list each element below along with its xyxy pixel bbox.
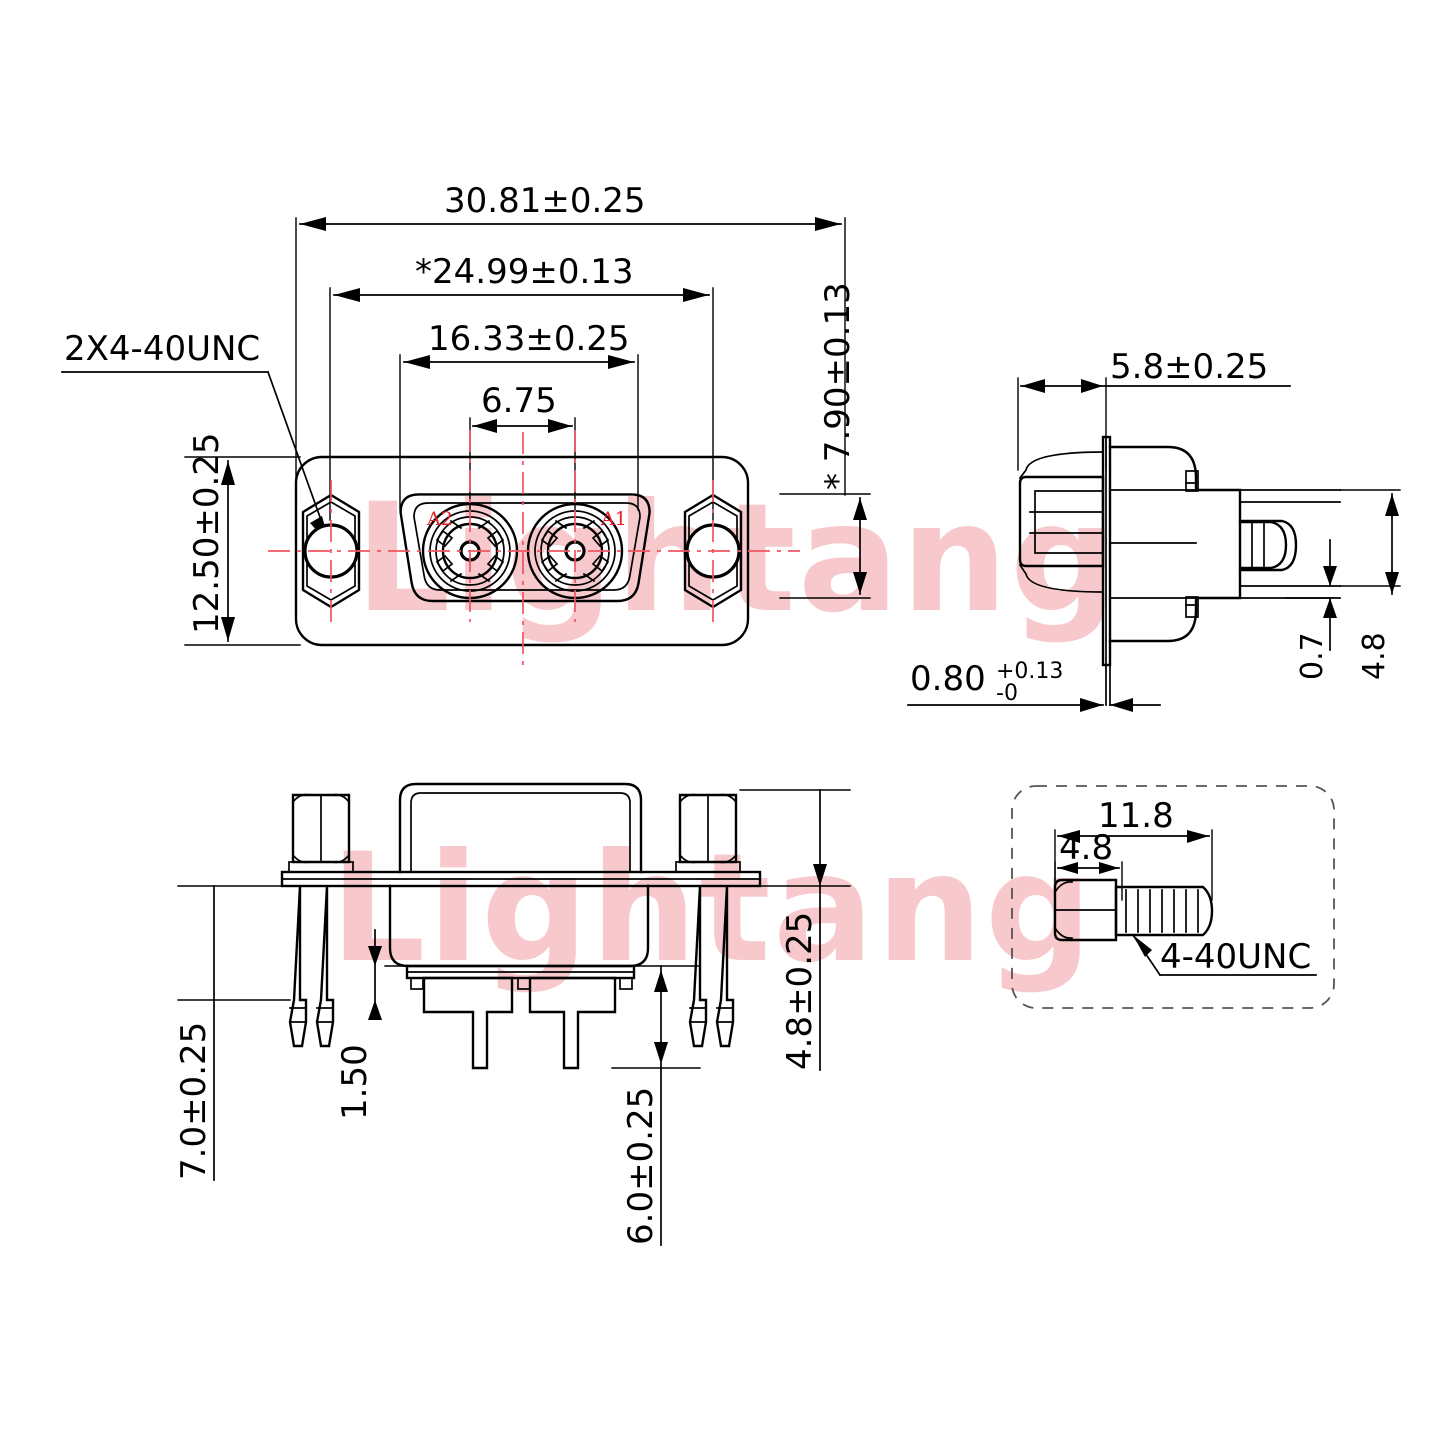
leader-label-jackscrew: 2X4-40UNC bbox=[64, 329, 260, 369]
dim-label-screw-total-length: 11.8 bbox=[1098, 796, 1174, 836]
bottom-flange-bar bbox=[280, 870, 762, 888]
dim-label-body-depth: 5.8±0.25 bbox=[1110, 347, 1268, 387]
dim-label-flange-thickness: 0.80 bbox=[910, 659, 986, 699]
front-contact-label-a2: A2 bbox=[426, 508, 453, 530]
bottom-hexnut-right bbox=[675, 793, 741, 873]
dim-tail-offset: 0.7 bbox=[1295, 539, 1337, 680]
dim-label-center-pin-length: 6.0±0.25 bbox=[621, 1087, 661, 1245]
side-hexnut bbox=[1018, 451, 1105, 593]
bottom-pins-right bbox=[688, 885, 735, 1048]
dim-label-screw-head-length: 4.8 bbox=[1059, 828, 1113, 868]
dim-label-hole-pitch: *24.99±0.13 bbox=[415, 252, 634, 292]
dim-center-pin-length: 6.0±0.25 bbox=[611, 965, 701, 1246]
side-body bbox=[1108, 445, 1298, 643]
dim-label-overall-width: 30.81±0.25 bbox=[444, 181, 646, 221]
side-coax-tail bbox=[1238, 520, 1288, 570]
dim-flange-thickness: 0.80 +0.13 -0 bbox=[907, 659, 1161, 712]
dim-screw-total-length: 11.8 bbox=[1054, 796, 1213, 901]
bottom-shell-hood bbox=[398, 782, 643, 874]
screw-head bbox=[1053, 878, 1118, 942]
dim-overall-width: 30.81±0.25 bbox=[295, 181, 846, 496]
front-dshell bbox=[399, 493, 651, 603]
bottom-hexnut-left bbox=[288, 793, 354, 873]
dim-label-tail-spacing: 4.8 bbox=[1357, 632, 1392, 680]
dim-screw-head-length: 4.8 bbox=[1054, 828, 1123, 901]
dim-label-shell-width: 16.33±0.25 bbox=[428, 319, 630, 359]
bottom-contact-a2 bbox=[422, 976, 514, 1070]
side-view: 5.8±0.25 bbox=[907, 347, 1401, 712]
leader-label-thread: 4-40UNC bbox=[1160, 937, 1311, 977]
bottom-contact-a1 bbox=[528, 976, 617, 1070]
front-view: 30.81±0.25 *24.99±0.13 16.33±0.25 bbox=[61, 181, 871, 672]
dim-label-shell-height: * 7.90±0.13 bbox=[818, 282, 858, 490]
dim-pcb-standoff: 1.50 bbox=[335, 929, 416, 1120]
dim-shell-height: * 7.90±0.13 bbox=[779, 282, 871, 599]
dim-label-pin-span-left: 7.0±0.25 bbox=[174, 1022, 214, 1180]
leader-note-jackscrew: 2X4-40UNC bbox=[61, 329, 332, 547]
dim-label-tail-offset: 0.7 bbox=[1295, 632, 1330, 680]
dim-body-depth: 5.8±0.25 bbox=[1017, 347, 1291, 471]
screw-thread bbox=[1114, 885, 1214, 937]
dim-tail-spacing: 4.8 bbox=[1357, 493, 1399, 680]
dim-tol-upper-flange: +0.13 bbox=[996, 659, 1063, 684]
dim-overall-height: 12.50±0.25 bbox=[184, 432, 301, 646]
bottom-pins-left bbox=[288, 885, 335, 1048]
front-centerlines bbox=[268, 430, 800, 672]
bottom-side-view: 7.0±0.25 1.50 6.0±0.25 4.8±0.25 bbox=[174, 782, 851, 1246]
dim-label-flange-to-board: 4.8±0.25 bbox=[780, 912, 820, 1070]
dim-label-pcb-standoff: 1.50 bbox=[335, 1044, 375, 1120]
dim-flange-to-board: 4.8±0.25 bbox=[739, 789, 851, 1071]
dim-hole-pitch: *24.99±0.13 bbox=[329, 252, 714, 521]
dim-shell-width: 16.33±0.25 bbox=[399, 319, 639, 511]
leader-note-thread: 4-40UNC bbox=[1131, 933, 1317, 977]
watermark-group: Lightang Lightang bbox=[330, 472, 1117, 996]
dim-tol-lower-flange: -0 bbox=[996, 681, 1018, 706]
dim-label-overall-height: 12.50±0.25 bbox=[187, 432, 227, 634]
dim-label-contact-pitch: 6.75 bbox=[481, 381, 557, 421]
jackscrew-detail: 11.8 4.8 bbox=[1011, 785, 1335, 1009]
dim-pin-span-left: 7.0±0.25 bbox=[174, 885, 291, 1181]
watermark-text-bottom: Lightang bbox=[330, 822, 1094, 996]
front-contact-label-a1: A1 bbox=[600, 508, 627, 530]
detail-frame bbox=[1011, 785, 1335, 1009]
